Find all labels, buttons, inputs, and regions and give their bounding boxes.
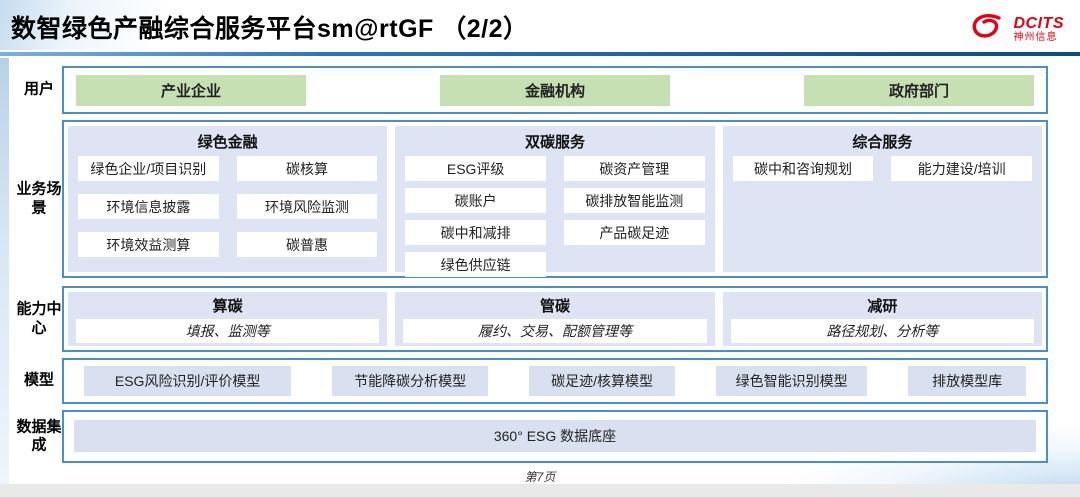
scenario-item: 碳账户 — [405, 188, 546, 213]
panel-comprehensive: 综合服务 碳中和咨询规划能力建设/培训 — [722, 126, 1042, 272]
models-row-box: ESG风险识别/评价模型 节能降碳分析模型 碳足迹/核算模型 绿色智能识别模型 排放模型… — [62, 358, 1048, 404]
capability-title: 管碳 — [539, 298, 570, 315]
page-title: 数智绿色产融综合服务平台sm@rtGF （2/2） — [11, 15, 529, 43]
panel-items: ESG评级碳资产管理碳账户碳排放智能监测碳中和减排产品碳足迹绿色供应链 — [405, 156, 705, 277]
user-chip: 金融机构 — [440, 74, 670, 106]
logo-company-text: 神州信息 — [1013, 31, 1058, 43]
panel-title: 双碳服务 — [524, 134, 585, 151]
scenarios-row-label: 业务场景 — [16, 180, 62, 216]
model-chip: 绿色智能识别模型 — [716, 366, 868, 396]
scenario-item: 产品碳足迹 — [563, 220, 705, 245]
capability-panel-reduce: 减研 路径规划、分析等 — [722, 292, 1042, 346]
scenario-item: 碳核算 — [236, 156, 378, 181]
capability-row: 能力中心 算碳 填报、监测等 管碳 履约、交易、配额管理等 减研 路径规划、分析… — [0, 286, 1080, 352]
model-chip: 碳足迹/核算模型 — [529, 366, 676, 396]
title-divider — [0, 52, 1080, 56]
model-chip: 排放模型库 — [908, 366, 1026, 396]
capability-row-box: 算碳 填报、监测等 管碳 履约、交易、配额管理等 减研 路径规划、分析等 — [62, 286, 1048, 352]
scenario-item: 环境效益测算 — [78, 232, 219, 257]
scenario-item: 环境风险监测 — [236, 194, 378, 219]
logo-brand-text: DCITS — [1013, 14, 1064, 32]
panel-title: 综合服务 — [852, 134, 913, 151]
panel-items: 绿色企业/项目识别碳核算环境信息披露环境风险监测环境效益测算碳普惠 — [78, 156, 378, 257]
scenario-item: 绿色企业/项目识别 — [78, 156, 219, 181]
capability-desc: 填报、监测等 — [76, 319, 380, 343]
scenarios-row-box: 绿色金融 绿色企业/项目识别碳核算环境信息披露环境风险监测环境效益测算碳普惠 双… — [62, 120, 1048, 278]
capability-panels: 算碳 填报、监测等 管碳 履约、交易、配额管理等 减研 路径规划、分析等 — [64, 288, 1046, 350]
scenario-item: 绿色供应链 — [405, 252, 546, 277]
scenario-item: 环境信息披露 — [78, 194, 219, 219]
panel-green-finance: 绿色金融 绿色企业/项目识别碳核算环境信息披露环境风险监测环境效益测算碳普惠 — [68, 126, 388, 272]
panel-items: 碳中和咨询规划能力建设/培训 — [732, 156, 1032, 181]
model-chip: ESG风险识别/评价模型 — [84, 366, 292, 396]
left-edge-decoration — [0, 58, 9, 484]
capability-panel-calc: 算碳 填报、监测等 — [68, 292, 388, 346]
capability-panel-manage: 管碳 履约、交易、配额管理等 — [395, 292, 715, 346]
data-integration-row-label: 数据集成 — [16, 417, 62, 454]
users-row: 用户 产业企业 金融机构 政府部门 — [0, 66, 1080, 114]
capability-row-label: 能力中心 — [16, 300, 62, 336]
scenario-item: 碳排放智能监测 — [563, 188, 705, 213]
esg-data-base: 360° ESG 数据底座 — [74, 420, 1036, 452]
users-row-box: 产业企业 金融机构 政府部门 — [62, 66, 1048, 114]
capability-title: 算碳 — [212, 298, 243, 315]
data-integration-row: 数据集成 360° ESG 数据底座 — [0, 410, 1080, 463]
dcits-logo: DCITS 神州信息 — [967, 10, 1065, 49]
models-row: 模型 ESG风险识别/评价模型 节能降碳分析模型 碳足迹/核算模型 绿色智能识别模型 排… — [0, 358, 1080, 404]
user-chip: 政府部门 — [804, 74, 1034, 106]
scenario-panels: 绿色金融 绿色企业/项目识别碳核算环境信息披露环境风险监测环境效益测算碳普惠 双… — [64, 122, 1046, 277]
scenario-item: 碳中和咨询规划 — [732, 156, 874, 181]
capability-title: 减研 — [867, 298, 898, 315]
capability-desc: 路径规划、分析等 — [730, 319, 1034, 343]
dcits-swirl-icon — [967, 10, 1009, 49]
user-chip: 产业企业 — [76, 74, 306, 106]
scenario-item: 能力建设/培训 — [891, 156, 1032, 181]
scenario-item: 碳中和减排 — [405, 220, 546, 245]
scenario-item: 碳资产管理 — [563, 156, 705, 181]
users-list: 产业企业 金融机构 政府部门 — [64, 68, 1046, 112]
scenarios-row: 业务场景 绿色金融 绿色企业/项目识别碳核算环境信息披露环境风险监测环境效益测算… — [0, 120, 1080, 278]
scenario-item: ESG评级 — [405, 156, 546, 181]
panel-title: 绿色金融 — [197, 134, 258, 151]
models-row-label: 模型 — [23, 371, 54, 389]
scenario-item: 碳普惠 — [236, 232, 378, 257]
corner-swirl-decoration — [0, 0, 300, 50]
users-row-label: 用户 — [23, 80, 54, 98]
model-list: ESG风险识别/评价模型 节能降碳分析模型 碳足迹/核算模型 绿色智能识别模型 排放模型… — [64, 360, 1046, 402]
slide-bottom-bar — [0, 484, 1080, 497]
data-integration-row-box: 360° ESG 数据底座 — [62, 410, 1048, 463]
model-chip: 节能降碳分析模型 — [332, 366, 488, 396]
page-number: 第7页 — [524, 470, 556, 484]
panel-dual-carbon: 双碳服务 ESG评级碳资产管理碳账户碳排放智能监测碳中和减排产品碳足迹绿色供应链 — [395, 126, 715, 277]
capability-desc: 履约、交易、配额管理等 — [403, 319, 707, 343]
